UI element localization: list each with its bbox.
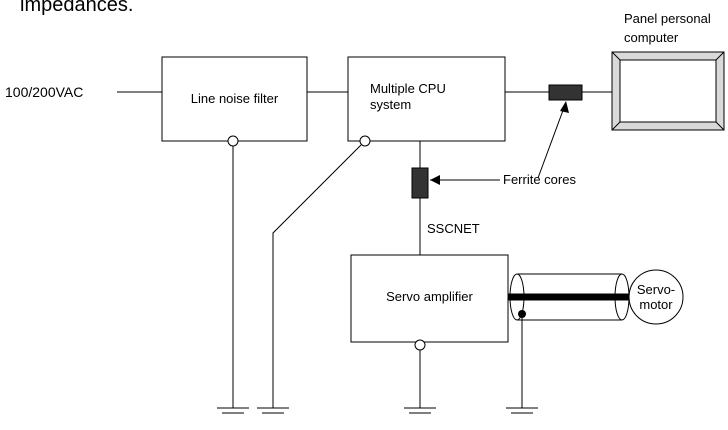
ferrite-core-vertical [411,167,429,199]
ferrite-cores-label: Ferrite cores [503,172,576,187]
ground-symbol-filter [217,407,249,414]
cpu-system-label-line2: system [370,97,412,112]
header-fragment: impedances. [20,0,134,16]
panel-pc-monitor [611,51,725,131]
panel-pc-label: Panel personal computer [624,11,711,46]
sscnet-label: SSCNET [427,221,480,236]
line-noise-filter-label: Line noise filter [190,91,279,106]
servo-amplifier-label: Servo amplifier [386,289,473,304]
cpu-system-label-line1: Multiple CPU [370,81,446,96]
ferrite-arrow-line-2 [537,104,566,179]
servo-motor-label-line1: Servo- [636,282,676,297]
cpu-system-label: Multiple CPU system [370,81,446,113]
supply-voltage-label: 100/200VAC [5,84,84,100]
servo-amp-ground-terminal [414,339,426,351]
panel-pc-label-line1: Panel personal [624,11,711,26]
cpu-system-box [347,56,506,142]
ground-symbol-cpu [257,407,289,414]
ferrite-core-horizontal [548,84,583,101]
servo-motor-label: Servo- motor [629,282,683,312]
ground-symbol-shield [506,407,538,414]
shield-ground-dot [518,310,526,318]
ferrite-arrowhead-2 [560,101,569,113]
cpu-ground-terminal [359,135,371,147]
servo-motor-label-line2: motor [639,297,673,312]
ground-symbol-servo-amp [404,407,436,414]
ferrite-arrowhead-1 [430,175,440,185]
cpu-ground-wire [272,144,362,408]
panel-pc-label-line2: computer [624,30,679,45]
filter-ground-terminal [227,135,239,147]
